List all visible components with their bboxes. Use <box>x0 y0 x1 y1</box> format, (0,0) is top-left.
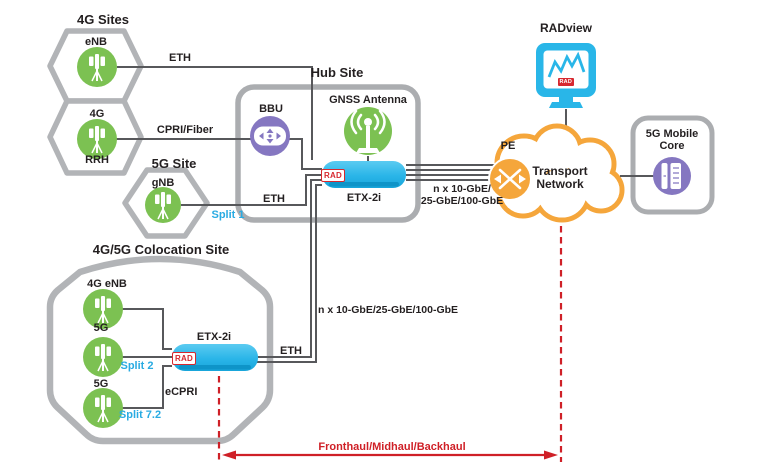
core-server-icon <box>653 157 691 195</box>
rrh-tower-icon <box>77 119 117 159</box>
bbu-icon <box>250 116 290 156</box>
eth-top-label: ETH <box>169 52 191 64</box>
gnss-antenna-icon <box>344 107 392 155</box>
connection-lines <box>116 66 567 409</box>
colo-enb-tower-icon <box>83 289 123 329</box>
gnb-label: gNB <box>151 177 175 189</box>
enb-tower-icon <box>77 47 117 87</box>
site-4g-title: 4G Sites <box>76 12 130 27</box>
radview-label: RADview <box>539 21 593 35</box>
site-5g-title: 5G Site <box>151 156 197 171</box>
haul-annotation <box>217 226 563 462</box>
rad-logo-hub: RAD <box>321 169 345 182</box>
rad-logo-colo: RAD <box>172 352 196 365</box>
colo-5g-mid-label: 5G <box>93 322 109 334</box>
link-colo-hub-a <box>257 179 322 358</box>
colo-enb-label: 4G eNB <box>87 278 127 290</box>
link-colo-hub-b <box>257 184 322 363</box>
haul-label: Fronthaul/Midhaul/Backhaul <box>318 441 466 453</box>
pe-router-icon <box>488 157 532 201</box>
hub-uplink-label: n x 10-GbE/ 25-GbE/100-GbE <box>420 183 504 207</box>
rrh-label: RRH <box>85 154 109 166</box>
colo-5g-low-tower-icon <box>83 388 123 428</box>
pe-label: PE <box>500 140 516 152</box>
hub-eth-label: ETH <box>263 193 285 205</box>
split1-label: Split 1 <box>211 209 245 221</box>
bbu-label: BBU <box>259 103 283 115</box>
link-colo-split72 <box>122 365 172 409</box>
gnb-tower-icon <box>145 187 181 223</box>
core-title: 5G Mobile Core <box>645 128 699 153</box>
hub-site-title: Hub Site <box>310 65 364 80</box>
colo-uplink-label: n x 10-GbE/25-GbE/100-GbE <box>318 304 459 316</box>
transport-network-label: Transport Network <box>532 164 588 192</box>
link-colo-enb <box>122 308 172 350</box>
link-hub-pe <box>406 164 498 181</box>
colo-5g-low-label: 5G <box>93 378 109 390</box>
link-bbu-etx <box>289 138 322 170</box>
colo-5g-mid-tower-icon <box>83 337 123 377</box>
colocation-title: 4G/5G Colocation Site <box>92 242 230 257</box>
colo-eth-label: ETH <box>280 345 302 357</box>
hub-etx2i-label: ETX-2i <box>346 192 382 204</box>
link-enb-eth <box>117 66 313 160</box>
radview-monitor-icon <box>536 43 596 108</box>
cpri-fiber-label: CPRI/Fiber <box>156 124 214 136</box>
split72-label: Split 7.2 <box>118 409 162 421</box>
colo-etx2i-label: ETX-2i <box>196 331 232 343</box>
gnss-antenna-label: GNSS Antenna <box>329 94 407 106</box>
ecpri-label: eCPRI <box>165 386 198 398</box>
rad-logo-radview: RAD <box>558 78 574 86</box>
split2-label: Split 2 <box>120 360 154 372</box>
enb-label: eNB <box>84 36 108 48</box>
link-gnb-eth <box>181 174 322 206</box>
rrh-4g-label: 4G <box>89 108 105 120</box>
